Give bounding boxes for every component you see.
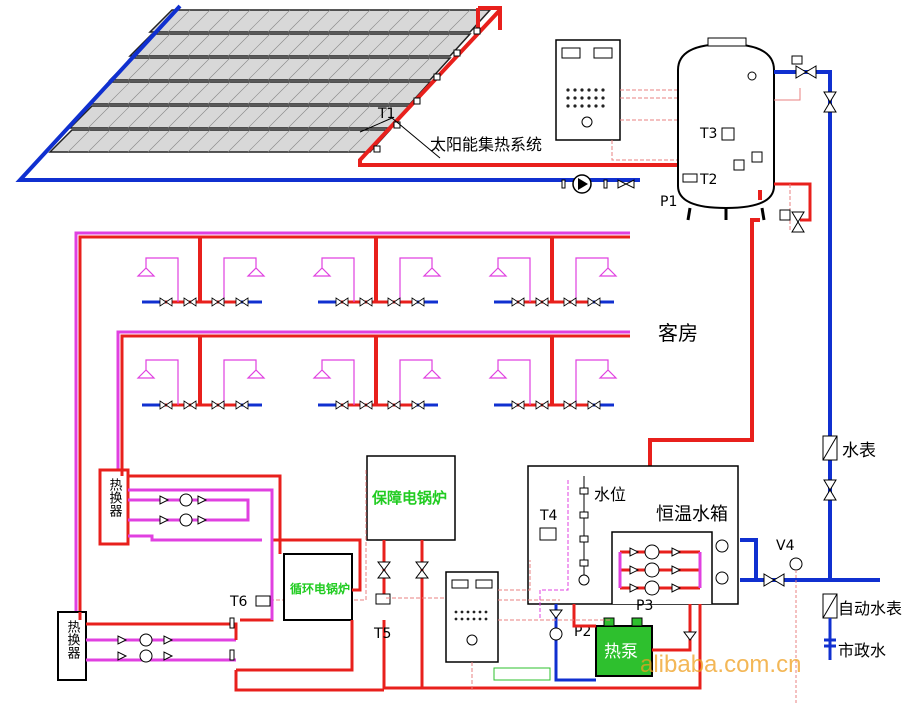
- backup-boiler: [366, 455, 456, 541]
- water-level-label: 水位: [594, 485, 626, 504]
- guest-room-distribution: [74, 231, 630, 620]
- v4-label: V4: [776, 538, 795, 554]
- watermark: alibaba.com.cn: [640, 651, 801, 678]
- constant-temp-tank-label: 恒温水箱: [656, 504, 728, 525]
- t5-label: T5: [373, 626, 391, 642]
- constant-temp-tank: [527, 465, 739, 620]
- storage-tank: [677, 37, 775, 221]
- upper-heat-exchanger: [98, 468, 130, 546]
- municipal-water-label: 市政水: [838, 641, 886, 660]
- water-meter: [822, 435, 838, 461]
- t6-label: T6: [229, 594, 248, 610]
- circulation-boiler: [283, 553, 353, 621]
- circ-boiler-label: 循环电锅炉: [290, 581, 350, 596]
- t1-label: T1: [377, 106, 395, 122]
- p1-label: P1: [660, 194, 677, 210]
- p3-label: P3: [636, 598, 653, 614]
- auto-water-meter-label: 自动水表: [838, 599, 902, 618]
- guest-room-label: 客房: [658, 321, 698, 345]
- heat-pump-label: 热泵: [604, 642, 638, 662]
- backup-boiler-label: 保障电锅炉: [371, 489, 447, 507]
- lower-heat-exchanger-label: 热换器: [65, 620, 81, 660]
- solar-collector-array: [15, 4, 690, 182]
- water-meter-label: 水表: [842, 441, 876, 461]
- pump-bank-p3: [618, 544, 702, 596]
- heat-pump: [595, 617, 653, 677]
- t3-label: T3: [699, 126, 717, 142]
- p2-label: P2: [574, 624, 591, 640]
- pump-p1: [572, 174, 592, 194]
- t4-label: T4: [539, 508, 558, 524]
- bottom-controller: [445, 571, 499, 663]
- lower-heat-exchanger: [57, 611, 87, 681]
- t2-label: T2: [699, 172, 717, 188]
- top-controller: [555, 39, 621, 141]
- solar-system-label: 太阳能集热系统: [430, 135, 542, 154]
- auto-water-meter: [822, 593, 838, 619]
- upper-heat-exchanger-label: 热换器: [107, 478, 123, 518]
